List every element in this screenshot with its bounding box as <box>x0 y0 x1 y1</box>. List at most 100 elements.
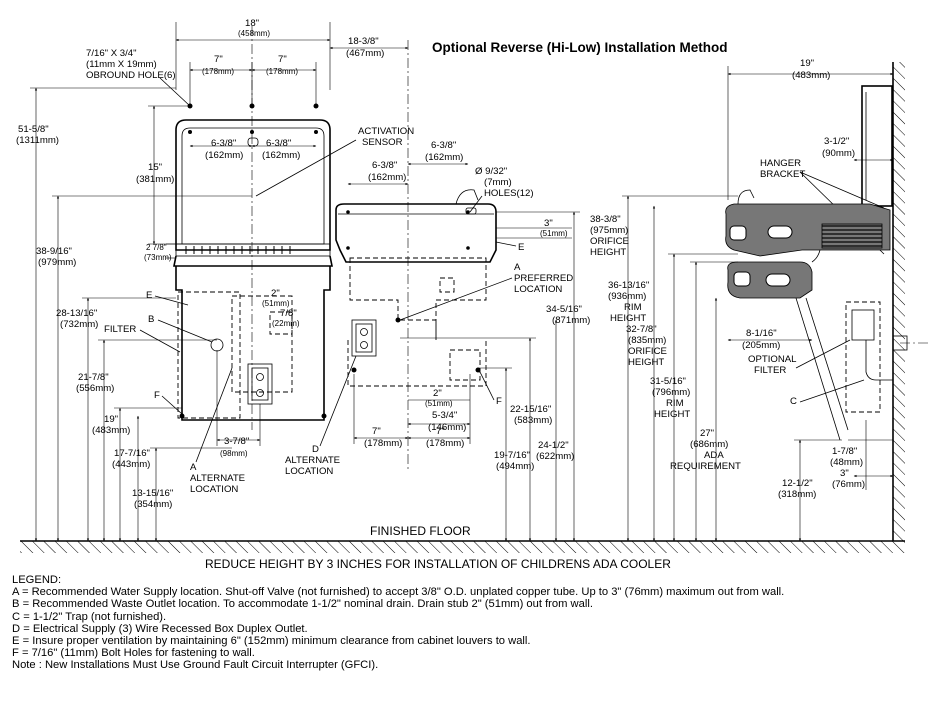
diagram-title: Optional Reverse (Hi-Low) Installation M… <box>432 40 728 55</box>
legend-item-f: F = 7/16" (11mm) Bolt Holes for fastenin… <box>12 647 255 660</box>
rim-31-mm: (796mm) <box>652 387 690 398</box>
orifice-32-in: 32-7/8" <box>626 324 657 335</box>
height-2412-in: 24-1/2" <box>538 440 569 451</box>
mid-dim-7a-in: 7" <box>372 426 381 437</box>
legend-note: Note : New Installations Must Use Ground… <box>12 659 379 672</box>
optional-filter-label-2: FILTER <box>754 365 786 376</box>
bracket-height-in: 15" <box>148 162 162 173</box>
mid-offset-right-mm: (162mm) <box>425 152 463 163</box>
legend-item-b: B = Recommended Waste Outlet location. T… <box>12 598 593 611</box>
front-label-e: E <box>146 290 152 301</box>
mounting-holes-count: HOLES(12) <box>484 188 534 199</box>
front-grate <box>185 246 291 254</box>
floor-hatch <box>20 541 905 553</box>
side-label-c: C <box>790 396 797 407</box>
front-label-f: F <box>154 390 160 401</box>
mounting-holes-mm: (7mm) <box>484 177 512 188</box>
height-34516-in: 34-5/16" <box>546 304 582 315</box>
mid-alt-label: ALTERNATE <box>285 455 340 466</box>
ada-height-mm: (686mm) <box>690 439 728 450</box>
bolt-spacing-left-in: 7" <box>214 54 223 65</box>
side-dim-178-in: 1-7/8" <box>832 446 857 457</box>
height-2412-mm: (622mm) <box>536 451 574 462</box>
sensor-right-mm: (162mm) <box>262 150 300 161</box>
obround-hole-label: OBROUND HOLE(6) <box>86 70 176 81</box>
height-2178-in: 21-7/8" <box>78 372 109 383</box>
side-dim-312-in: 3-1/2" <box>824 136 849 147</box>
upper-louvers <box>821 223 883 249</box>
orifice-32-label: ORIFICE <box>628 346 667 357</box>
preferred-supply-point <box>395 317 401 323</box>
height-2178-mm: (556mm) <box>76 383 114 394</box>
overall-height-mm: (1311mm) <box>16 135 59 146</box>
front-dim-78-in: 7/8" <box>280 308 297 319</box>
height-17716-in: 17-7/16" <box>114 448 150 459</box>
mounting-holes-size: Ø 9/32" <box>475 166 507 177</box>
front-basin <box>175 243 331 257</box>
mid-offset-left-mm: (162mm) <box>368 172 406 183</box>
wall <box>892 62 905 541</box>
height-131516-in: 13-15/16" <box>132 488 173 499</box>
side-dim-3-in: 3" <box>840 468 849 479</box>
upper-wall-plate <box>861 85 893 207</box>
rim-31-label: RIM <box>666 398 684 409</box>
front-dim-378-in: 3-7/8" <box>224 436 249 447</box>
side-dim-312-mm: (90mm) <box>822 148 855 159</box>
mid-dim-3-mm: (51mm) <box>540 229 568 238</box>
activation-sensor-label: ACTIVATION <box>358 126 414 137</box>
mid-depth-mm: (467mm) <box>346 48 384 59</box>
bracket-height-mm: (381mm) <box>136 174 174 185</box>
orifice-38-in: 38-3/8" <box>590 214 621 225</box>
front-alt-label: ALTERNATE <box>190 473 245 484</box>
wall-hatch <box>893 62 905 541</box>
upper-bubbler-button <box>767 225 793 239</box>
height-221516-in: 22-15/16" <box>510 404 551 415</box>
orifice-32-mm: (835mm) <box>628 335 666 346</box>
basin-dim-mm: (73mm) <box>144 253 172 262</box>
mid-view: 18-3/8" (467mm) ACTIVATION SENSOR 6-3/8"… <box>255 36 590 542</box>
finished-floor-label: FINISHED FLOOR <box>370 524 471 538</box>
legend: LEGEND: A = Recommended Water Supply loc… <box>12 574 932 672</box>
obround-hole-size-in: 7/16" X 3/4" <box>86 48 137 59</box>
side-dim-8116-mm: (205mm) <box>742 340 780 351</box>
height-2813-in: 28-13/16" <box>56 308 97 319</box>
hanger-bracket-label-2: BRACKET <box>760 169 805 180</box>
sensor-right-in: 6-3/8" <box>266 138 291 149</box>
height-19-in: 19" <box>104 414 118 425</box>
ada-label: ADA <box>704 450 724 461</box>
front-view: 18" (458mm) 7" (178mm) 7" (178mm) 7/16" … <box>16 18 333 542</box>
finished-floor: FINISHED FLOOR REDUCE HEIGHT BY 3 INCHES… <box>20 524 905 571</box>
mid-label-f: F <box>496 396 502 407</box>
rim-36-in: 36-13/16" <box>608 280 649 291</box>
front-dim-2-mm: (51mm) <box>262 299 290 308</box>
legend-item-c: C = 1-1/2" Trap (not furnished). <box>12 610 167 623</box>
front-label-b: B <box>148 314 154 325</box>
rim-36-label: RIM <box>624 302 642 313</box>
side-view: 19" (483mm) 3-1/2" (90mm) HANGER BRACKET <box>590 58 930 542</box>
side-dim-1212-mm: (318mm) <box>778 489 816 500</box>
legend-item-d: D = Electrical Supply (3) Wire Recessed … <box>12 622 308 635</box>
orifice-38-label: ORIFICE <box>590 236 629 247</box>
lower-bubbler-button <box>765 273 791 287</box>
overall-height-in: 51-5/8" <box>18 124 49 135</box>
mid-label-e: E <box>518 242 524 253</box>
mid-alt-d: D <box>312 444 319 455</box>
bolt-spacing-right-mm: (178mm) <box>266 67 298 76</box>
rim-36-label-2: HEIGHT <box>610 313 646 324</box>
preferred-label: PREFERRED <box>514 273 573 284</box>
orifice-32-label-2: HEIGHT <box>628 357 664 368</box>
height-221516-mm: (583mm) <box>514 415 552 426</box>
side-width-mm: (483mm) <box>792 70 830 81</box>
basin-dim-in: 2 7/8" <box>146 243 167 252</box>
top-height-mm: (979mm) <box>38 257 76 268</box>
sensor-left-mm: (162mm) <box>205 150 243 161</box>
mid-dim-534-in: 5-3/4" <box>432 410 457 421</box>
ada-requirement-label: REQUIREMENT <box>670 461 741 472</box>
activation-sensor-icon <box>247 137 259 147</box>
height-19-mm: (483mm) <box>92 425 130 436</box>
legend-item-a: A = Recommended Water Supply location. S… <box>12 586 785 599</box>
side-dim-8116-in: 8-1/16" <box>746 328 777 339</box>
rim-31-in: 31-5/16" <box>650 376 686 387</box>
rim-31-label-2: HEIGHT <box>654 409 690 420</box>
